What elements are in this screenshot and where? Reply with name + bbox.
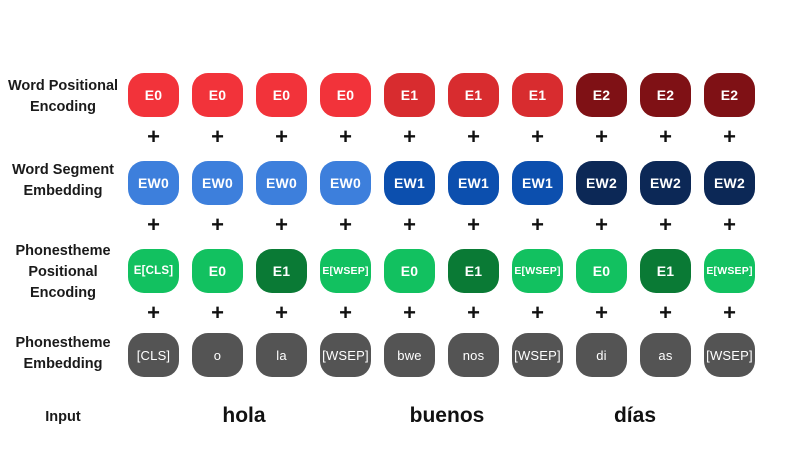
ppe-chip-0: E[CLS] xyxy=(128,249,179,293)
ppe-chip-1: E0 xyxy=(192,249,243,293)
plus-sign: + xyxy=(275,212,288,237)
input-word-hola: hola xyxy=(222,404,266,427)
wse-chip-4: EW1 xyxy=(384,161,435,205)
plus-sign: + xyxy=(275,124,288,149)
wpe-chip-9: E2 xyxy=(704,73,755,117)
pe-chip-7: di xyxy=(576,333,627,377)
ppe-chip-7: E0 xyxy=(576,249,627,293)
wse-chip-9: EW2 xyxy=(704,161,755,205)
pe-chip-9: [WSEP] xyxy=(704,333,755,377)
wpe-chip-5: E1 xyxy=(448,73,499,117)
wse-chip-2: EW0 xyxy=(256,161,307,205)
label-input: Input xyxy=(45,408,81,425)
ppe-chip-2: E1 xyxy=(256,249,307,293)
plus-sign: + xyxy=(595,300,608,325)
plus-sign: + xyxy=(723,124,736,149)
plus-sign: + xyxy=(147,124,160,149)
wse-chip-1: EW0 xyxy=(192,161,243,205)
plus-sign: + xyxy=(531,212,544,237)
ppe-chip-9: E[WSEP] xyxy=(704,249,755,293)
plus-sign: + xyxy=(147,212,160,237)
plus-sign: + xyxy=(275,300,288,325)
plus-sign: + xyxy=(467,212,480,237)
plus-sign: + xyxy=(211,124,224,149)
wse-chip-7: EW2 xyxy=(576,161,627,205)
wse-chip-5: EW1 xyxy=(448,161,499,205)
wse-chip-0: EW0 xyxy=(128,161,179,205)
ppe-chip-8: E1 xyxy=(640,249,691,293)
wpe-chip-4: E1 xyxy=(384,73,435,117)
plus-sign: + xyxy=(659,300,672,325)
plus-sign: + xyxy=(723,212,736,237)
label-word-positional-encoding: Word Positional Encoding xyxy=(7,78,119,115)
plus-sign: + xyxy=(403,300,416,325)
plus-sign: + xyxy=(403,124,416,149)
plus-sign: + xyxy=(339,212,352,237)
plus-sign: + xyxy=(403,212,416,237)
label-word-segment-embedding: Word Segment Embedding xyxy=(11,162,115,199)
wpe-chip-8: E2 xyxy=(640,73,691,117)
input-word-buenos: buenos xyxy=(409,404,485,427)
wpe-chip-2: E0 xyxy=(256,73,307,117)
plus-sign: + xyxy=(211,300,224,325)
plus-sign: + xyxy=(467,300,480,325)
wse-chip-8: EW2 xyxy=(640,161,691,205)
ppe-chip-6: E[WSEP] xyxy=(512,249,563,293)
pe-chip-2: la xyxy=(256,333,307,377)
pe-chip-3: [WSEP] xyxy=(320,333,371,377)
plus-sign: + xyxy=(723,300,736,325)
plus-sign: + xyxy=(595,212,608,237)
wpe-chip-0: E0 xyxy=(128,73,179,117)
wpe-chip-7: E2 xyxy=(576,73,627,117)
label-phonestheme-positional-encoding: Phonestheme Positional Encoding xyxy=(15,242,111,301)
plus-sign: + xyxy=(531,300,544,325)
wpe-chip-1: E0 xyxy=(192,73,243,117)
label-phonestheme-embedding: Phonestheme Embedding xyxy=(15,335,111,372)
plus-sign: + xyxy=(211,212,224,237)
plus-sign: + xyxy=(659,124,672,149)
pe-chip-6: [WSEP] xyxy=(512,333,563,377)
pe-chip-5: nos xyxy=(448,333,499,377)
wse-chip-6: EW1 xyxy=(512,161,563,205)
plus-sign: + xyxy=(531,124,544,149)
ppe-chip-5: E1 xyxy=(448,249,499,293)
pe-chip-8: as xyxy=(640,333,691,377)
pe-chip-4: bwe xyxy=(384,333,435,377)
wpe-chip-6: E1 xyxy=(512,73,563,117)
plus-sign: + xyxy=(147,300,160,325)
input-word-dias: días xyxy=(613,404,657,427)
plus-sign: + xyxy=(467,124,480,149)
pe-chip-1: o xyxy=(192,333,243,377)
pe-chip-0: [CLS] xyxy=(128,333,179,377)
ppe-chip-3: E[WSEP] xyxy=(320,249,371,293)
ppe-chip-4: E0 xyxy=(384,249,435,293)
plus-sign: + xyxy=(595,124,608,149)
wpe-chip-3: E0 xyxy=(320,73,371,117)
plus-sign: + xyxy=(339,300,352,325)
plus-sign: + xyxy=(339,124,352,149)
wse-chip-3: EW0 xyxy=(320,161,371,205)
plus-sign: + xyxy=(659,212,672,237)
